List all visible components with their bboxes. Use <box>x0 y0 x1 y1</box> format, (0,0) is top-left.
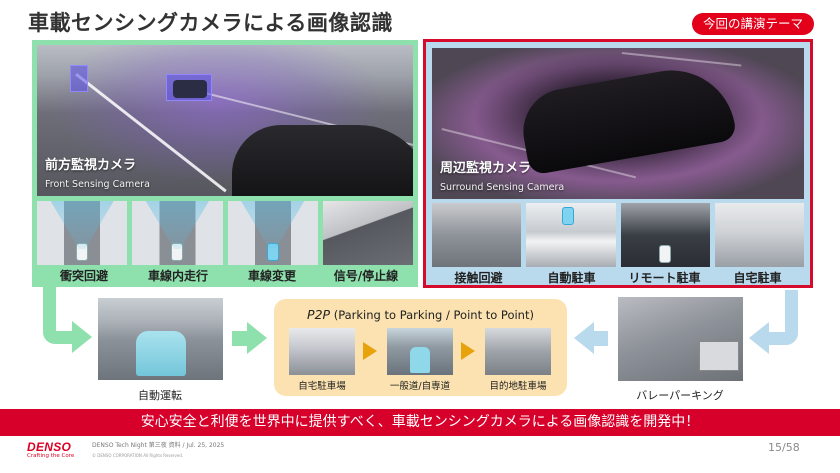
flow-arrow-front-horizontal <box>43 331 73 344</box>
p2p-box: P2P (Parking to Parking / Point to Point… <box>274 299 567 396</box>
function-label: 衝突回避 <box>59 269 108 283</box>
thumb-home-parking <box>714 203 804 267</box>
flow-arrow-front-down <box>43 287 56 342</box>
p2p-step-destination-image <box>485 328 551 375</box>
preceding-car <box>173 80 207 98</box>
autonomous-driving-label: 自動運転 <box>138 389 182 402</box>
footer-copyright: © DENSO CORPORATION All Rights Reserved. <box>92 453 184 458</box>
footer-event: DENSO Tech Night 第三夜 資料 / Jul. 25, 2025 <box>92 442 225 449</box>
function-label: 信号/停止線 <box>333 269 399 283</box>
surround-camera-panel: 周辺監視カメラ Surround Sensing Camera 接触回避 自動駐… <box>423 39 813 288</box>
thumb-lane-change <box>227 201 318 265</box>
front-camera-panel: 前方監視カメラ Front Sensing Camera 衝突回避 車線内走行 … <box>32 40 418 287</box>
p2p-step-label: 自宅駐車場 <box>298 381 346 392</box>
front-function-thumbnails <box>37 201 413 265</box>
thumb-lane-keeping <box>132 201 223 265</box>
valet-parking-image <box>618 297 743 381</box>
thumb-signal-stopline <box>322 201 413 265</box>
thumb-remote-parking <box>620 203 710 267</box>
flow-arrow-to-p2p-from-valet <box>593 331 608 346</box>
function-label: 車線変更 <box>247 269 296 283</box>
autonomous-driving-image <box>98 298 223 380</box>
valet-parking-label: バレーパーキング <box>636 389 724 402</box>
flow-arrowhead-icon <box>574 322 594 354</box>
flow-arrowhead-icon <box>749 322 769 354</box>
p2p-arrow-icon <box>461 342 475 360</box>
theme-badge: 今回の講演テーマ <box>692 13 815 35</box>
front-camera-image: 前方監視カメラ Front Sensing Camera <box>37 45 413 196</box>
thumb-auto-parking <box>526 203 616 267</box>
slide-title: 車載センシングカメラによる画像認識 <box>28 11 393 35</box>
flow-arrow-surround-down <box>785 290 798 345</box>
flow-arrow-surround-horizontal <box>768 332 798 345</box>
function-label: 自動駐車 <box>547 271 596 285</box>
surround-function-thumbnails <box>432 203 804 267</box>
surround-camera-title: 周辺監視カメラ <box>440 161 532 176</box>
page-number: 15/58 <box>768 441 800 454</box>
thumb-collision-avoidance <box>37 201 128 265</box>
front-camera-subtitle: Front Sensing Camera <box>45 179 150 190</box>
function-label: 接触回避 <box>454 271 503 285</box>
surround-function-labels: 接触回避 自動駐車 リモート駐車 自宅駐車 <box>432 268 804 288</box>
flow-arrowhead-icon <box>247 322 267 354</box>
front-function-labels: 衝突回避 車線内走行 車線変更 信号/停止線 <box>37 266 413 286</box>
pedestrian-detection-box <box>70 65 88 92</box>
function-label: 自宅駐車 <box>733 271 782 285</box>
function-label: 車線内走行 <box>147 269 208 283</box>
message-banner: 安心安全と利便を世界中に提供すべく、車載センシングカメラによる画像認識を開発中！ <box>0 409 840 436</box>
function-label: リモート駐車 <box>628 271 701 285</box>
ego-car <box>516 60 738 176</box>
thumb-contact-avoidance <box>432 203 522 267</box>
denso-logo: DENSO Crafting the Core <box>27 440 75 459</box>
p2p-step-road-image <box>387 328 453 375</box>
p2p-title: P2P (Parking to Parking / Point to Point… <box>307 307 534 322</box>
flow-arrow-to-p2p <box>232 331 248 346</box>
p2p-step-label: 目的地駐車場 <box>489 381 547 392</box>
ego-car <box>232 125 413 196</box>
front-camera-title: 前方監視カメラ <box>45 158 137 173</box>
surround-camera-image: 周辺監視カメラ Surround Sensing Camera <box>432 48 804 199</box>
flow-arrowhead-icon <box>72 321 92 353</box>
surround-camera-subtitle: Surround Sensing Camera <box>440 182 565 193</box>
p2p-step-label: 一般道/自専道 <box>389 381 451 392</box>
p2p-arrow-icon <box>363 342 377 360</box>
p2p-step-home-parking-image <box>289 328 355 375</box>
